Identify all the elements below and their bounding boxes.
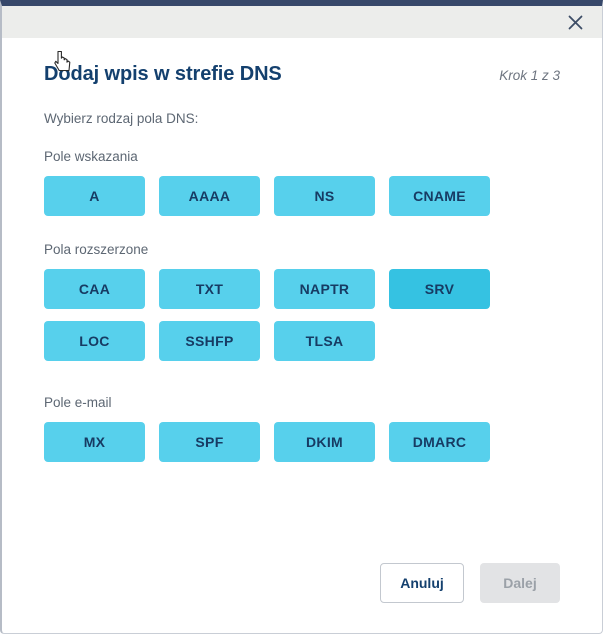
record-type-button-mx[interactable]: MX (44, 422, 145, 462)
record-type-button-dmarc[interactable]: DMARC (389, 422, 490, 462)
close-icon[interactable] (562, 9, 588, 35)
record-type-button-aaaa[interactable]: AAAA (159, 176, 260, 216)
group-label: Pola rozszerzone (44, 242, 149, 257)
group-pointer-fields: Pole wskazania A AAAA NS CNAME (44, 149, 560, 216)
record-type-button-dkim[interactable]: DKIM (274, 422, 375, 462)
dialog-body: Dodaj wpis w strefie DNS Krok 1 z 3 Wybi… (2, 38, 602, 563)
record-type-button-txt[interactable]: TXT (159, 269, 260, 309)
record-type-button-a[interactable]: A (44, 176, 145, 216)
record-type-button-loc[interactable]: LOC (44, 321, 145, 361)
record-type-button-ns[interactable]: NS (274, 176, 375, 216)
intro-text: Wybierz rodzaj pola DNS: (44, 111, 199, 126)
group-email-fields: Pole e-mail MX SPF DKIM DMARC (44, 395, 560, 462)
page-title: Dodaj wpis w strefie DNS (44, 63, 282, 85)
step-indicator: Krok 1 z 3 (499, 68, 560, 83)
dialog-header: Dodaj wpis w strefie DNS Krok 1 z 3 (44, 38, 560, 86)
record-type-button-sshfp[interactable]: SSHFP (159, 321, 260, 361)
cancel-button[interactable]: Anuluj (380, 563, 464, 603)
next-button[interactable]: Dalej (480, 563, 560, 603)
dialog-footer: Anuluj Dalej (2, 563, 602, 633)
button-row: CAA TXT NAPTR SRV (44, 50, 560, 309)
button-row: A AAAA NS CNAME (44, 176, 560, 216)
group-extended-fields: Pola rozszerzone CAA TXT NAPTR SRV LOC S… (44, 50, 560, 361)
button-row: LOC SSHFP TLSA (44, 321, 560, 361)
group-label: Pole e-mail (44, 395, 112, 410)
record-type-button-cname[interactable]: CNAME (389, 176, 490, 216)
record-type-button-naptr[interactable]: NAPTR (274, 269, 375, 309)
dialog-titlebar (2, 6, 602, 38)
record-type-button-caa[interactable]: CAA (44, 269, 145, 309)
group-label: Pole wskazania (44, 149, 138, 164)
record-type-button-tlsa[interactable]: TLSA (274, 321, 375, 361)
button-row: MX SPF DKIM DMARC (44, 422, 560, 462)
record-type-button-srv[interactable]: SRV (389, 269, 490, 309)
record-type-button-spf[interactable]: SPF (159, 422, 260, 462)
